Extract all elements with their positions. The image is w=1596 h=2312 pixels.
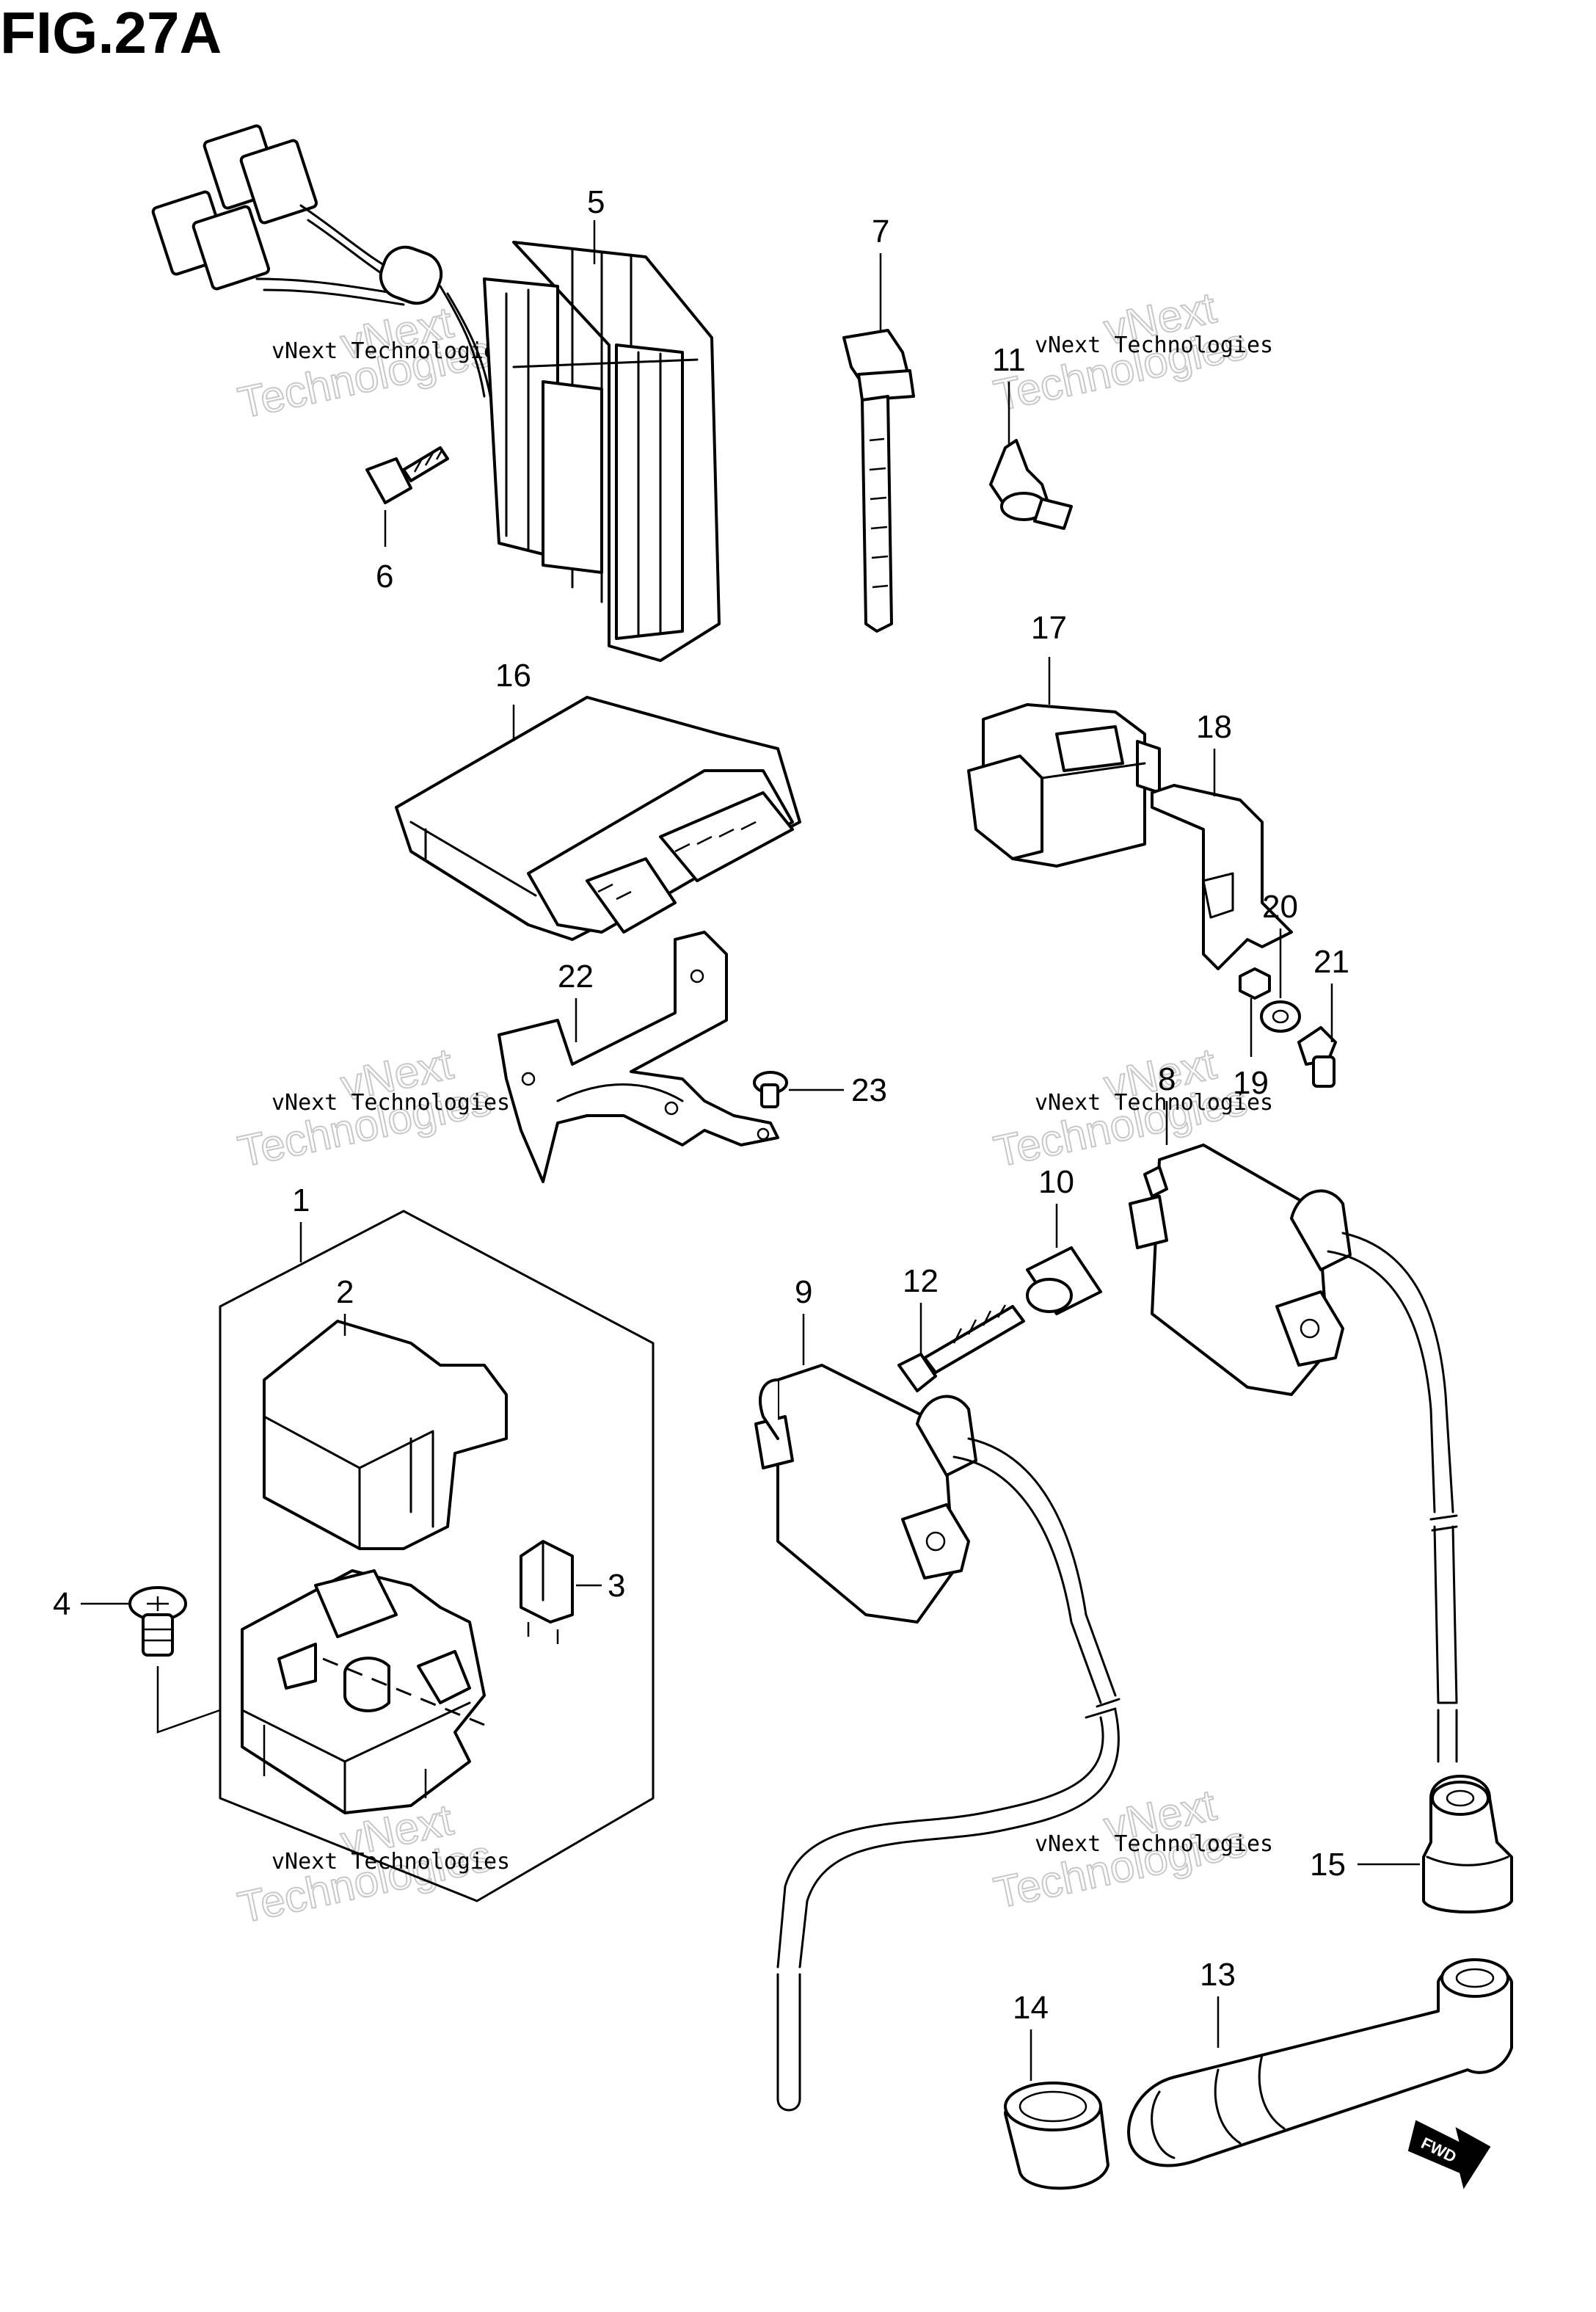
callout-9: 9 [795,1274,812,1310]
part-3-fuse [520,1540,574,1644]
watermark-1: vNext Technologies vNext Technologies [233,297,510,428]
watermark-2: vNext Technologies vNext Technologies [989,282,1273,421]
callout-10: 10 [1038,1164,1074,1200]
watermark-2-small: vNext Technologies [1035,332,1273,358]
leader-lines [81,220,1420,2081]
part-14-seal [1004,2082,1109,2190]
callout-8: 8 [1158,1061,1176,1097]
callout-14: 14 [1013,1990,1049,2026]
watermark-3: vNext Technologies vNext Technologies [233,1038,510,1177]
part-19-nut [1239,967,1271,1000]
part-22-bracket [498,931,779,1183]
callout-22: 22 [558,959,594,995]
figure-title: FIG.27A [0,0,222,65]
part-8-ignition-coil [1129,1144,1458,1763]
part-2-cover [263,1320,508,1550]
part-5-regulator [151,124,721,662]
callout-18: 18 [1196,709,1232,745]
callout-1: 1 [292,1182,310,1218]
callout-7: 7 [872,214,889,250]
part-18-bracket [1151,784,1293,970]
part-13-plug-cap [1127,1958,1513,2167]
part-10-spacer [1026,1246,1102,1315]
callout-16: 16 [495,658,531,694]
part-7-cable-tie [842,329,915,633]
watermark-6-small: vNext Technologies [1035,1831,1273,1857]
callout-2: 2 [336,1274,354,1310]
callout-6: 6 [376,559,393,595]
watermark-3-small: vNext Technologies [272,1090,510,1116]
watermark-4: vNext Technologies vNext Technologies [989,1038,1273,1177]
callout-numbers: 5 6 7 11 16 17 18 20 21 19 22 23 8 10 9 … [53,184,1349,2026]
part-16-ecu [395,696,801,941]
callout-23: 23 [851,1072,887,1108]
callout-19: 19 [1233,1065,1269,1101]
watermark-5: vNext Technologies vNext Technologies [233,1794,510,1933]
callout-13: 13 [1200,1957,1236,1993]
part-20-grommet [1260,1000,1301,1033]
fwd-arrow-icon: FWD [1407,2120,1491,2189]
part-11-clamp [989,439,1073,530]
watermark-4-small: vNext Technologies [1035,1090,1273,1116]
part-15-grommet [1422,1775,1513,1913]
part-1-starter-relay-box [219,1210,655,1902]
callout-4: 4 [53,1586,70,1622]
part-17-relay [967,703,1161,868]
callout-20: 20 [1262,889,1298,925]
part-1-relay-body [241,1569,486,1814]
part-9-ignition-coil [754,1364,1121,2112]
callout-5: 5 [587,184,605,220]
part-21-bolt [1297,1026,1337,1088]
part-6-bolt [365,446,449,504]
part-23-screw [753,1071,788,1108]
callout-15: 15 [1310,1847,1346,1883]
callout-17: 17 [1031,610,1067,646]
part-4-connector-line [156,1666,221,1734]
callout-21: 21 [1313,944,1349,980]
watermark-5-small: vNext Technologies [272,1849,510,1875]
callout-12: 12 [903,1263,939,1299]
part-12-bolt [897,1304,1025,1392]
part-4-bolt [128,1586,187,1657]
callout-11: 11 [992,342,1026,378]
callout-3: 3 [608,1568,625,1604]
part-3-dashed-alignment [322,1657,485,1726]
